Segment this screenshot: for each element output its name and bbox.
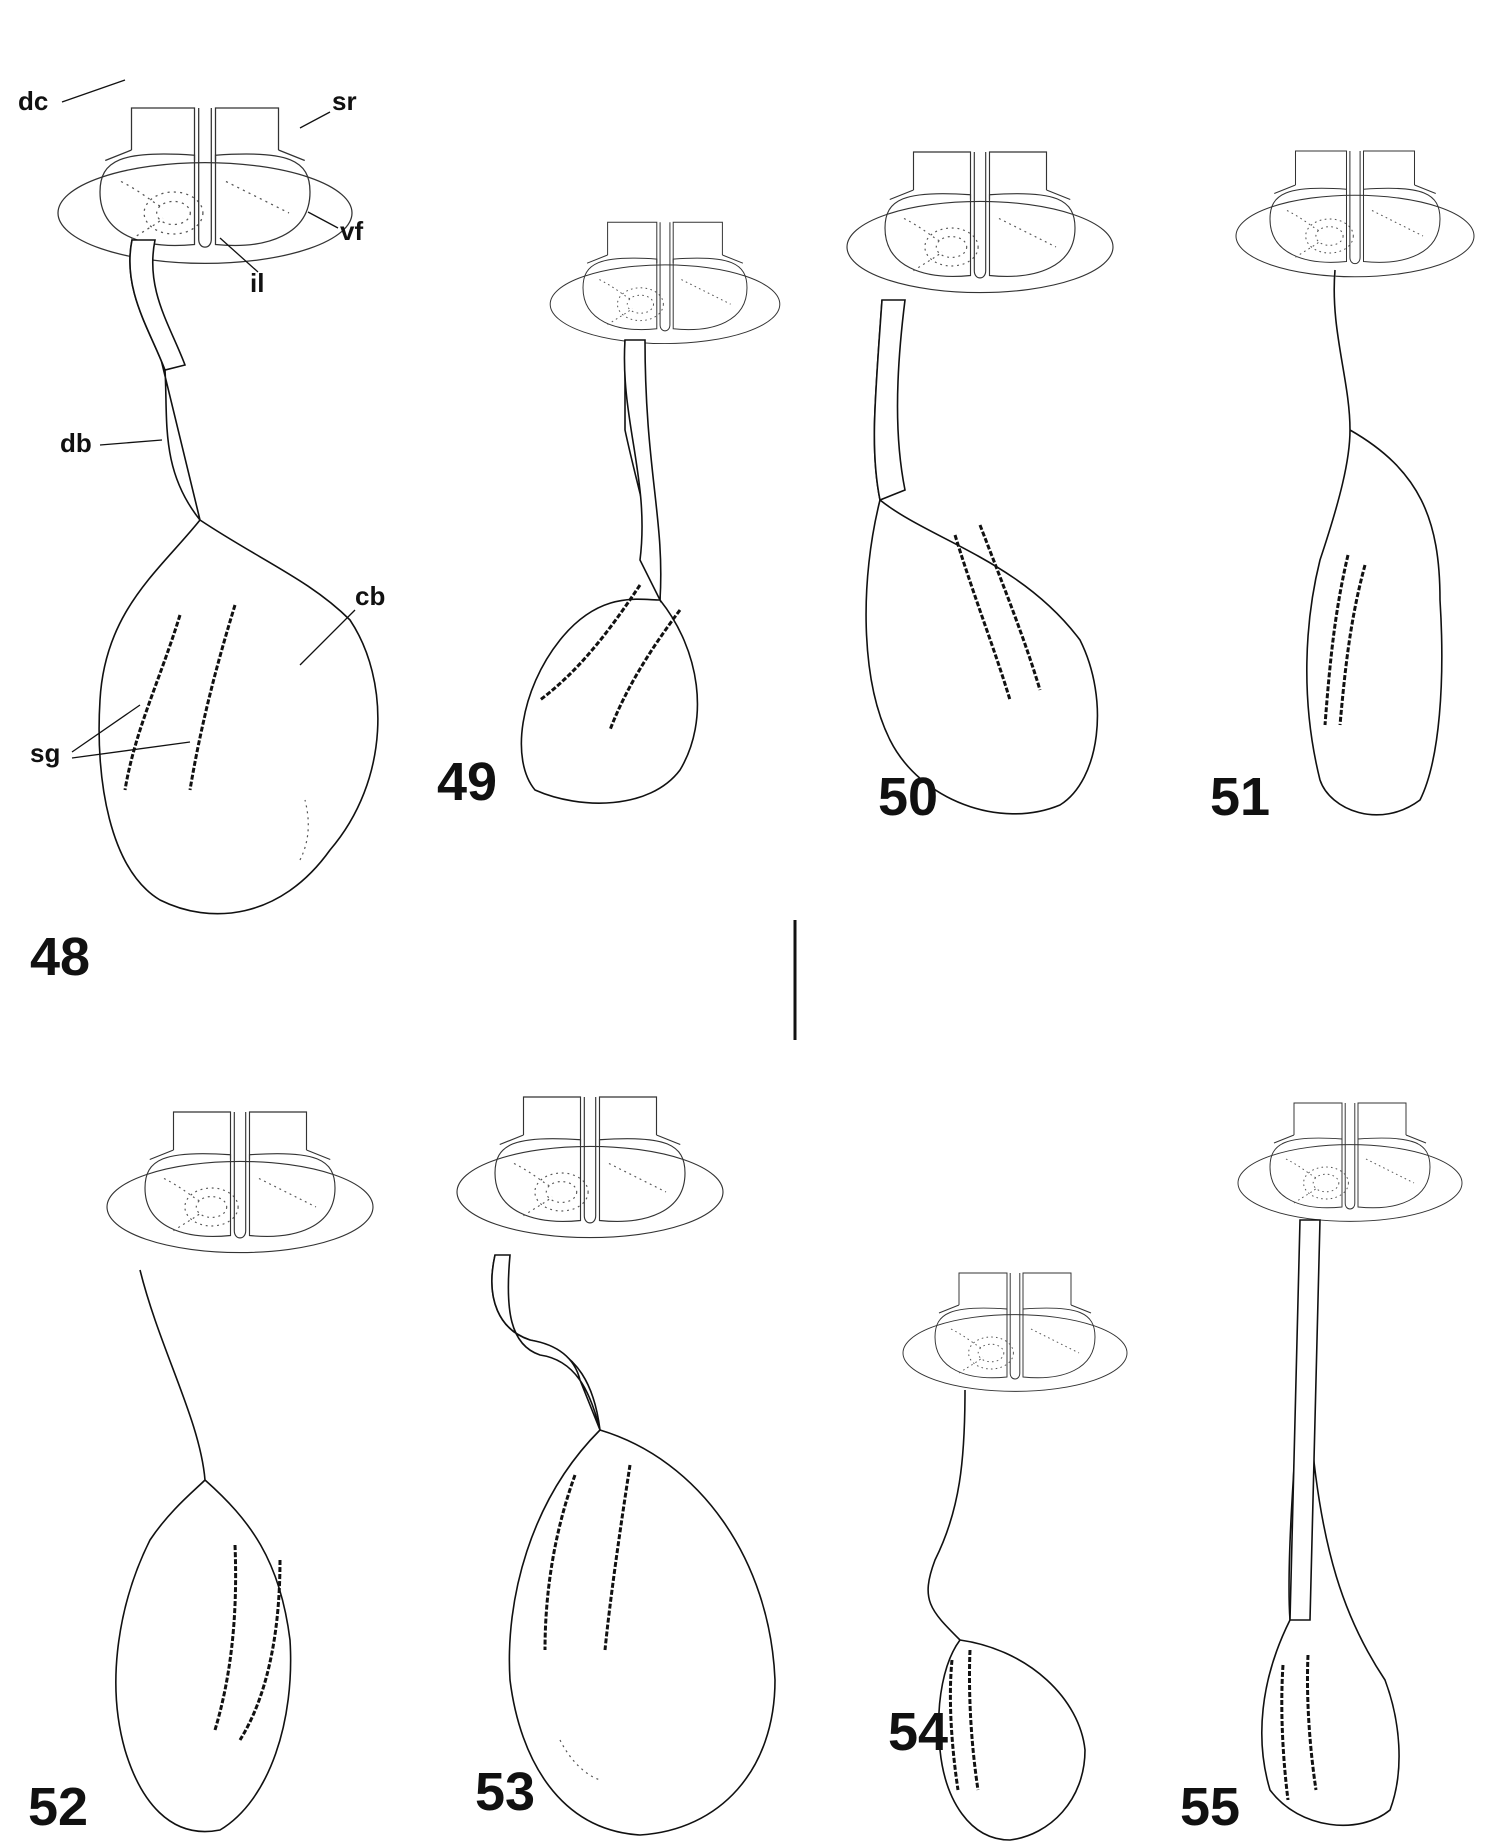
fig52-signum-left <box>213 1544 238 1731</box>
figure-54-drawing <box>902 1272 1128 1841</box>
figure-53-drawing <box>456 1096 776 1836</box>
figure-number-49: 49 <box>437 752 497 812</box>
fig50-signum-right <box>978 524 1042 691</box>
fig55-signum-right <box>1305 1654 1318 1791</box>
fig54-signum-left <box>948 1659 960 1791</box>
fig49-signum-lower <box>608 609 682 731</box>
fig52-signum-right <box>238 1559 282 1741</box>
fig55-signum-left <box>1280 1664 1290 1801</box>
fig49-signum-upper <box>539 584 642 702</box>
fig51-signum-left <box>1323 554 1350 726</box>
figure-50-drawing <box>846 151 1114 815</box>
label-dc: dc <box>18 86 48 116</box>
fig51-signum-right <box>1338 564 1367 726</box>
fig50-signum-left <box>953 534 1012 701</box>
figure-51-drawing <box>1235 150 1475 816</box>
figure-55-drawing <box>1237 1102 1463 1827</box>
label-vf: vf <box>340 216 363 246</box>
figure-number-52: 52 <box>28 1777 88 1837</box>
fig53-signum-right <box>603 1464 632 1651</box>
figure-49-drawing <box>520 221 781 804</box>
label-db: db <box>60 428 92 458</box>
label-il: il <box>250 268 264 298</box>
figure-number-54: 54 <box>888 1702 948 1762</box>
fig48-signum-left <box>123 614 182 791</box>
figure-number-50: 50 <box>878 767 938 827</box>
figure-48-drawing <box>57 107 379 915</box>
label-sg: sg <box>30 738 60 768</box>
label-sr: sr <box>332 86 357 116</box>
fig54-signum-right <box>967 1649 980 1791</box>
figure-52-drawing <box>106 1111 374 1833</box>
fig53-signum-left <box>543 1474 577 1651</box>
fig48-bursa-outline <box>98 239 379 915</box>
figure-number-48: 48 <box>30 927 90 987</box>
figure-number-55: 55 <box>1180 1777 1240 1837</box>
label-cb: cb <box>355 581 385 611</box>
fig48-signum-right <box>188 604 237 791</box>
figure-number-51: 51 <box>1210 767 1270 827</box>
figure-number-53: 53 <box>475 1762 535 1822</box>
